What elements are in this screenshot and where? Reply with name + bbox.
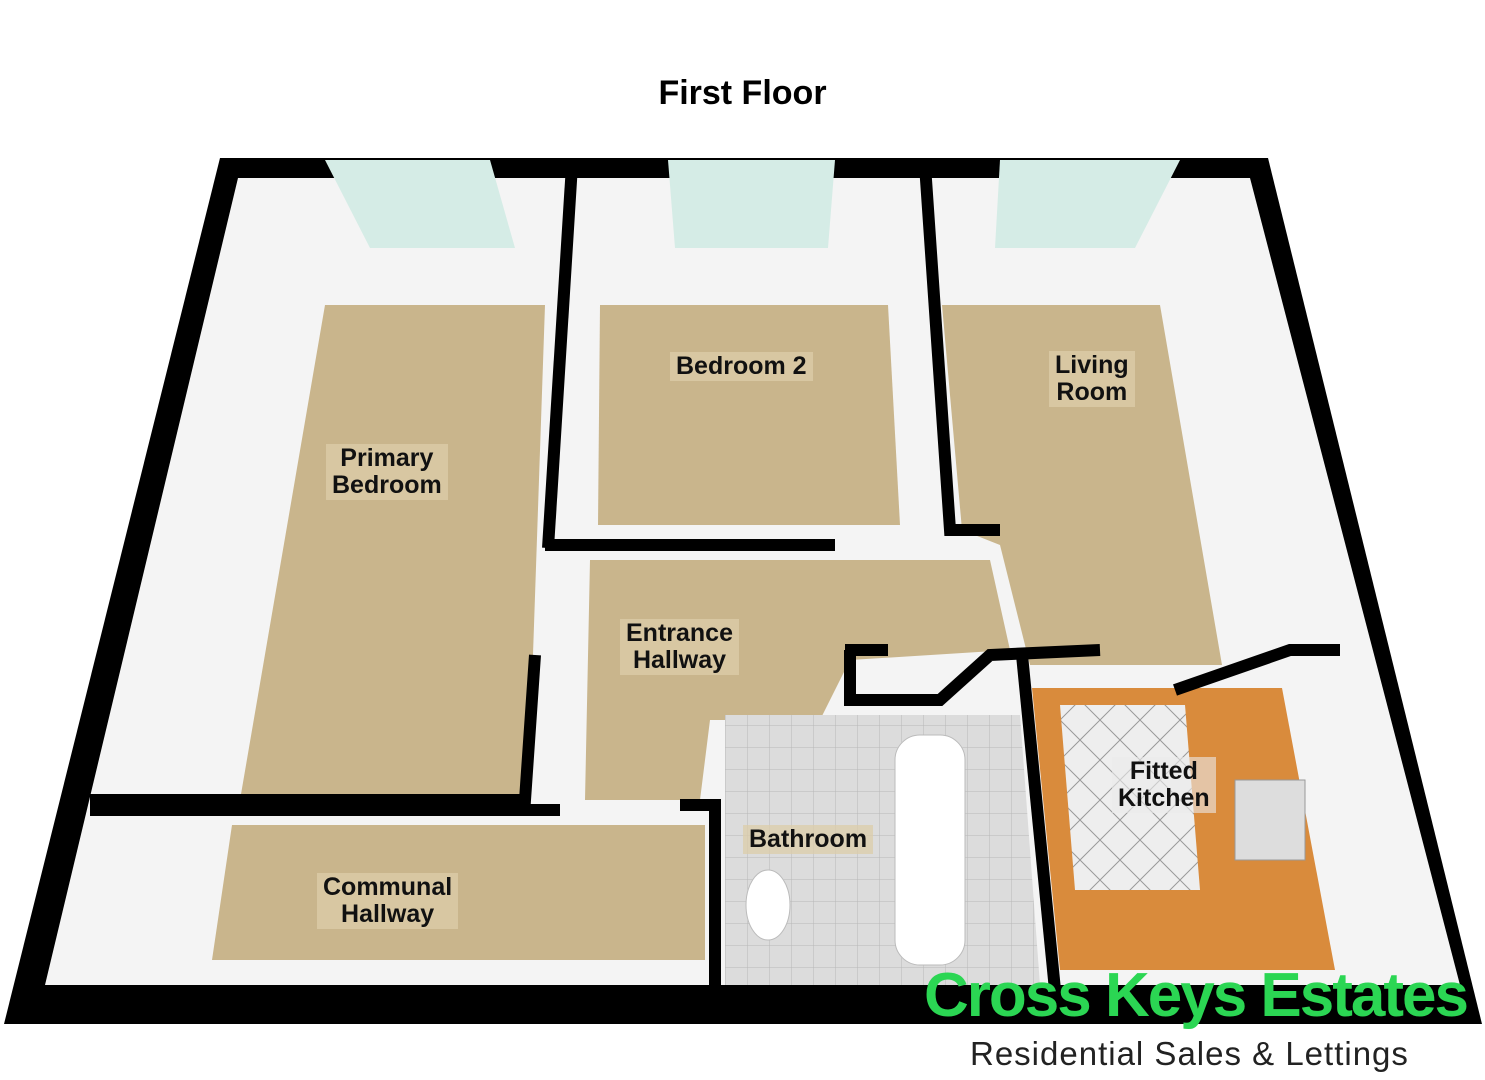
room-label-living-room: Living Room	[1049, 351, 1135, 407]
window	[325, 160, 515, 248]
brand-logo: Cross Keys Estates	[924, 961, 1469, 1030]
room-label-bedroom-2: Bedroom 2	[670, 352, 813, 381]
bathtub	[894, 734, 966, 966]
room-label-entrance-hallway: Entrance Hallway	[620, 619, 739, 675]
toilet	[745, 869, 791, 941]
primary-bedroom-floor	[240, 305, 545, 800]
kitchen-sink	[1234, 779, 1306, 861]
window	[995, 160, 1180, 248]
bedroom-2-floor	[598, 305, 900, 525]
room-label-fitted-kitchen: Fitted Kitchen	[1112, 757, 1216, 813]
room-label-primary-bedroom: Primary Bedroom	[326, 444, 448, 500]
interior-walls	[90, 164, 1340, 1010]
living-room-floor	[942, 305, 1222, 665]
page-title: First Floor	[658, 74, 827, 112]
room-label-communal-hallway: Communal Hallway	[317, 873, 459, 929]
brand-tagline: Residential Sales & Lettings	[970, 1035, 1409, 1072]
communal-hallway-floor	[212, 825, 705, 960]
room-label-bathroom: Bathroom	[743, 825, 874, 854]
window	[668, 160, 835, 248]
